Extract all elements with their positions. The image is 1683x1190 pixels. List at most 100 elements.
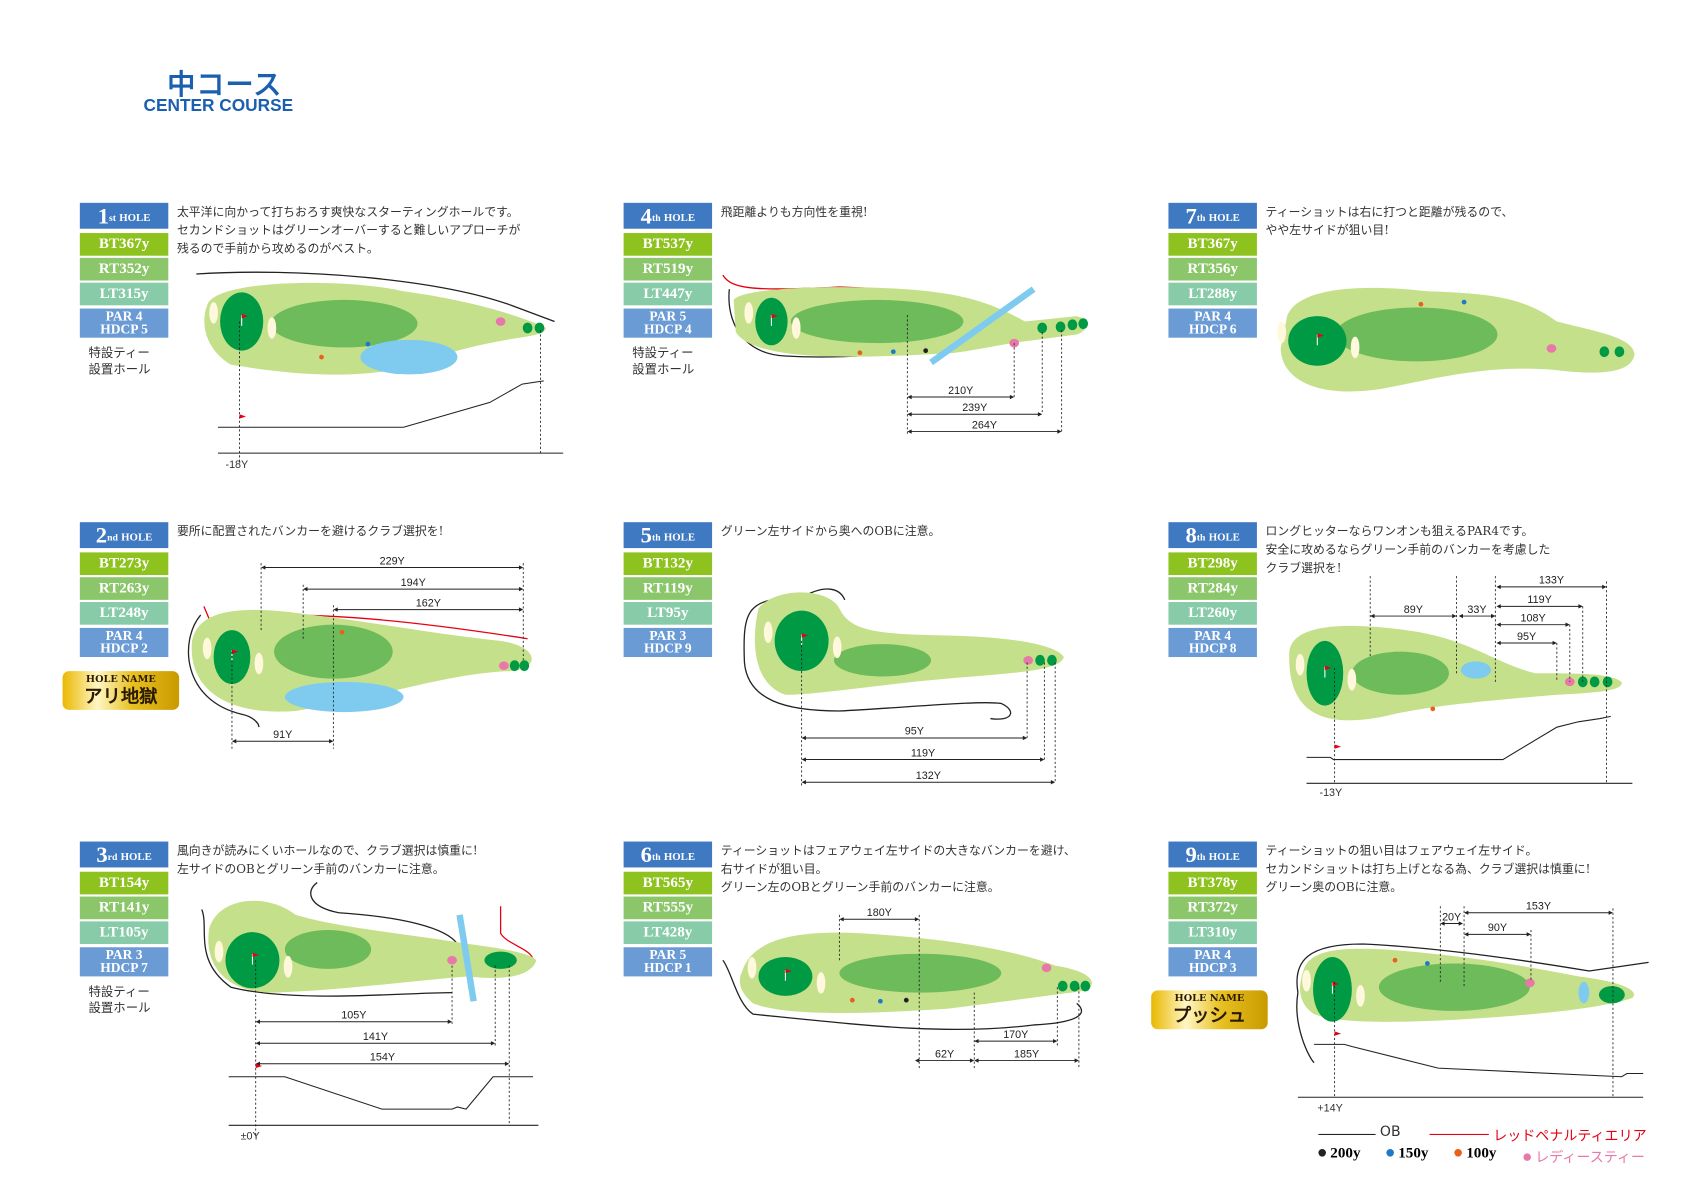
- regular-tee-yardage: RT356y: [1168, 257, 1257, 281]
- tee-box: [522, 322, 533, 334]
- bunker: [1350, 336, 1360, 359]
- ladies-tee: [447, 955, 457, 965]
- flag-icon: [1334, 1031, 1342, 1036]
- fairway: [1378, 963, 1530, 1011]
- ob-line: [743, 597, 1012, 720]
- hdcp-value: HDCP 4: [644, 320, 692, 337]
- tee-box: [1599, 346, 1610, 358]
- hole-word: HOLE: [1208, 212, 1240, 225]
- distance-label: 33Y: [1467, 604, 1486, 616]
- bunker: [202, 637, 212, 660]
- bunker: [747, 956, 757, 979]
- description-line: ロングヒッターならワンオンも狙えるPAR4です。: [1265, 524, 1534, 539]
- ob-line: [196, 271, 555, 323]
- fairway: [839, 953, 1002, 993]
- tee-box: [519, 660, 530, 672]
- distance-label: 119Y: [911, 747, 935, 759]
- ladies-tee: [495, 317, 506, 326]
- elevation-profile: [217, 380, 544, 428]
- back-tee-yardage: BT378y: [1168, 871, 1257, 895]
- tee-box: [1035, 654, 1045, 666]
- yardage-marker: [878, 998, 883, 1004]
- hole-7-map: [1277, 287, 1635, 392]
- back-tee-yardage: BT132y: [623, 552, 713, 576]
- bunker: [1295, 653, 1305, 676]
- special-tee-line: 特設ティー: [88, 345, 150, 361]
- legend-100: 100y: [1454, 1146, 1496, 1163]
- distance-label: 95Y: [1517, 631, 1536, 643]
- special-tee-note: 特設ティー設置ホール: [632, 345, 694, 377]
- description-line: やや左サイドが狙い目!: [1265, 223, 1389, 238]
- distance-label: 62Y: [935, 1048, 954, 1060]
- distance-label: 20Y: [1442, 911, 1461, 923]
- distance-label: 89Y: [1404, 604, 1423, 616]
- description-line: 残るので手前から攻めるのがベスト。: [176, 241, 379, 256]
- hole-suffix: th: [1196, 851, 1206, 863]
- description-line: セカンドショットは打ち上げとなる為、クラブ選択は慎重に!: [1265, 862, 1591, 877]
- yardage-marker: [319, 354, 324, 360]
- yardage-marker: [365, 341, 371, 347]
- bunker: [1356, 985, 1365, 1007]
- flag-icon: [1324, 665, 1332, 670]
- hole-word: HOLE: [121, 531, 153, 544]
- hole-number: 9: [1185, 841, 1197, 868]
- par-value: PAR 3: [649, 627, 687, 644]
- legend-label: レディースティー: [1535, 1150, 1645, 1167]
- distance-label: 180Y: [867, 907, 892, 919]
- ladies-tee-yardage: LT248y: [79, 602, 169, 625]
- hole-number: 4: [640, 202, 652, 229]
- distance-label: 229Y: [380, 555, 405, 567]
- description-line: ティーショットはフェアウェイ左サイドの大きなバンカーを避け、: [720, 843, 1076, 858]
- flag-icon: [1332, 981, 1339, 987]
- par-value: PAR 4: [105, 627, 143, 644]
- back-tee-yardage: BT273y: [79, 552, 169, 576]
- regular-tee-yardage: RT352y: [79, 257, 169, 281]
- hole-word: HOLE: [663, 212, 696, 225]
- distance-label: 119Y: [1527, 594, 1551, 606]
- flag-icon: [255, 1063, 263, 1069]
- description-line: グリーン奥のOBに注意。: [1265, 880, 1403, 895]
- ob-line-swatch: [1318, 1133, 1376, 1136]
- regular-tee-yardage: RT119y: [623, 577, 713, 600]
- elevation-label: -13Y: [1319, 787, 1342, 799]
- rough-area: [1289, 625, 1622, 721]
- back-tee-yardage: BT367y: [1168, 233, 1257, 256]
- ladies-tee-yardage: LT105y: [79, 921, 169, 945]
- tee-box: [484, 951, 517, 969]
- bunker: [791, 317, 801, 339]
- dot-icon: [1523, 1153, 1531, 1161]
- flag-icon: [231, 649, 239, 654]
- elevation-label: +14Y: [1317, 1102, 1342, 1114]
- elevation-profile: [228, 1076, 533, 1110]
- par-value: PAR 5: [649, 308, 687, 324]
- tee-box: [1078, 318, 1089, 330]
- ladies-tee-yardage: LT428y: [623, 921, 713, 945]
- flag-icon: [239, 414, 246, 419]
- special-tee-note: 特設ティー設置ホール: [88, 345, 150, 377]
- bunker: [763, 621, 773, 644]
- description-line: 左サイドのOBとグリーン手前のバンカーに注意。: [176, 862, 445, 877]
- hole-word: HOLE: [1208, 851, 1240, 864]
- hole-number: 1: [97, 202, 110, 229]
- ladies-tee-yardage: LT288y: [1168, 282, 1257, 306]
- ob-line: [187, 614, 260, 728]
- hole-description: 要所に配置されたバンカーを避けるクラブ選択を!: [177, 522, 587, 540]
- distance-label: 194Y: [401, 577, 426, 589]
- ladies-tee-yardage: LT310y: [1168, 921, 1257, 945]
- course-title-en: CENTER COURSE: [143, 97, 294, 116]
- description-line: 要所に配置されたバンカーを避けるクラブ選択を!: [176, 524, 444, 539]
- tee-box: [1057, 980, 1068, 992]
- legend-label: 150y: [1398, 1145, 1429, 1162]
- legend-200: 200y: [1318, 1146, 1360, 1163]
- hole-suffix: nd: [107, 531, 118, 543]
- legend-150: 150y: [1386, 1146, 1428, 1163]
